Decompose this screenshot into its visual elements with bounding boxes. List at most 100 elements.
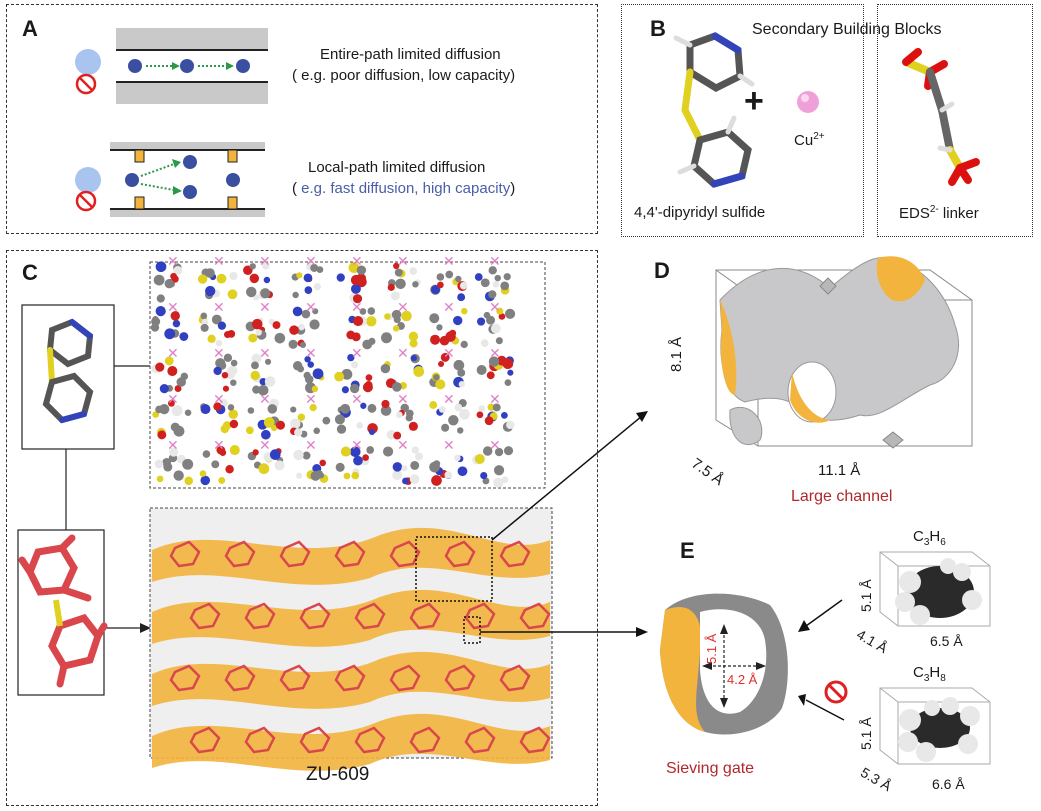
copper-node-mark: ✕ <box>351 254 363 270</box>
ligand-ring <box>279 540 311 568</box>
lattice-atom <box>292 361 303 371</box>
lattice-atom <box>459 281 468 290</box>
panel-b-frame-left <box>621 4 864 237</box>
channel-wall-top <box>116 28 268 50</box>
lattice-atom <box>351 361 359 369</box>
lattice-atom <box>319 459 327 467</box>
lattice-atom <box>252 449 259 456</box>
lattice-atom <box>213 366 222 376</box>
lattice-atom <box>251 361 259 370</box>
lattice-atom <box>460 340 468 349</box>
lattice-atom <box>454 454 461 462</box>
ligand-ring <box>464 726 496 754</box>
lattice-atom <box>230 359 238 367</box>
lattice-atom <box>440 352 450 362</box>
lattice-atom <box>480 472 488 480</box>
propane-c: C <box>913 664 924 681</box>
lattice-atom <box>304 375 314 384</box>
lattice-atom <box>500 281 510 291</box>
lattice-atom <box>258 463 270 475</box>
lattice-atom <box>408 331 419 342</box>
lattice-atom <box>296 272 303 279</box>
copper-node-mark: ✕ <box>305 438 317 454</box>
lattice-atom <box>411 446 419 454</box>
ligand-ring <box>499 540 531 568</box>
paren-close: ) <box>510 180 516 197</box>
lattice-atom <box>387 283 395 291</box>
lattice-atom <box>164 328 176 340</box>
lattice-atom <box>393 431 402 440</box>
panel-a-bottom-line2: ( e.g. fast diffusion, high capacity) <box>292 180 515 197</box>
lattice-atom <box>184 409 192 416</box>
lattice-atom <box>493 477 504 488</box>
lattice-atom <box>346 330 356 340</box>
lattice-atom <box>351 471 360 480</box>
channel-wall-bottom-2 <box>110 209 265 217</box>
ligand-ring <box>279 664 311 692</box>
lattice-atom <box>340 446 351 457</box>
lattice-atom <box>506 420 515 430</box>
lattice-atom <box>263 276 271 284</box>
lattice-atom <box>227 289 238 300</box>
lattice-atom <box>154 459 164 469</box>
lattice-atom <box>356 422 363 429</box>
lattice-atom <box>262 262 270 270</box>
lattice-atom <box>486 371 495 380</box>
copper-node-mark: ✕ <box>167 300 179 316</box>
dim-width-d: 11.1 Å <box>818 462 861 479</box>
lattice-atom <box>293 449 304 461</box>
copper-node-mark: ✕ <box>443 300 455 316</box>
lattice-atom <box>153 274 165 286</box>
lattice-atom <box>436 273 445 281</box>
lattice-atom <box>457 368 466 377</box>
ligand-ring <box>464 602 496 630</box>
lattice-atom <box>255 329 262 336</box>
lattice-atom <box>184 476 194 486</box>
lattice-atom <box>359 308 367 315</box>
lattice-atom <box>438 406 446 413</box>
lattice-atom <box>350 283 361 294</box>
lattice-atom <box>457 427 464 434</box>
lattice-atom <box>335 462 345 472</box>
lattice-atom <box>459 408 470 420</box>
ligand-ring <box>409 726 441 754</box>
ligand-ring <box>224 664 256 692</box>
lattice-atom <box>433 374 440 381</box>
propylene-dim-w: 6.5 Å <box>930 633 963 649</box>
copper-node-mark: ✕ <box>167 392 179 408</box>
lattice-atom <box>247 407 255 414</box>
propylene-c: C <box>913 528 924 545</box>
lattice-atom <box>487 403 495 411</box>
linker-charge: 2- <box>929 204 939 215</box>
lattice-atom <box>340 403 351 414</box>
lattice-atom <box>435 379 446 390</box>
lattice-atom <box>414 452 423 461</box>
ligand-ring <box>389 664 421 692</box>
lattice-atom <box>182 458 194 470</box>
lattice-atom <box>174 385 182 393</box>
panel-a-letter: A <box>22 16 38 41</box>
lattice-atom <box>156 294 165 303</box>
lattice-atom <box>482 446 493 456</box>
lattice-atom <box>334 414 345 425</box>
copper-node-mark: ✕ <box>259 346 271 362</box>
lattice-atom <box>216 273 227 284</box>
lattice-atom <box>155 405 163 414</box>
lattice-atom <box>396 411 403 419</box>
lattice-atom <box>200 312 208 320</box>
panel-b-frame-right <box>877 4 1033 237</box>
lattice-atom <box>413 366 425 377</box>
lattice-atom <box>274 332 286 344</box>
channel-surface <box>152 527 550 585</box>
copper-node-mark: ✕ <box>397 438 409 454</box>
lattice-atom <box>290 418 301 429</box>
lattice-atom <box>163 462 173 472</box>
lattice-atom <box>492 403 501 412</box>
copper-node-mark: ✕ <box>489 300 501 316</box>
ligand-ring <box>334 664 366 692</box>
panel-a-frame <box>6 4 598 234</box>
ligand-ring <box>244 602 276 630</box>
lattice-atom <box>225 465 234 474</box>
